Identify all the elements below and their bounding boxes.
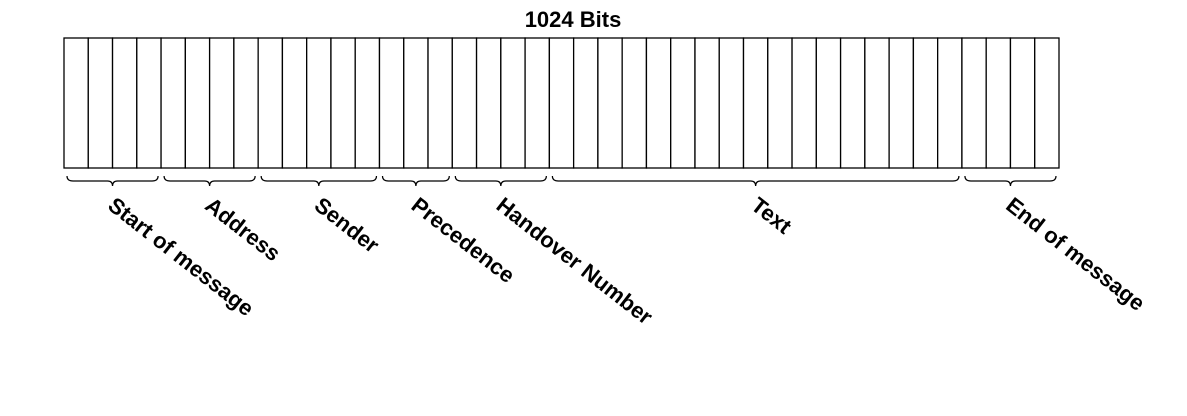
field-label: Handover Number (492, 192, 658, 329)
bit-cell (1009, 37, 1036, 169)
bit-cell (621, 37, 648, 169)
bit-cell (63, 37, 89, 169)
diagram-title: 1024 Bits (525, 7, 622, 32)
bit-cell (864, 37, 890, 169)
bit-cell (330, 37, 356, 169)
bit-cell (500, 37, 526, 169)
bit-cell (378, 37, 405, 169)
bit-cell (937, 37, 963, 169)
bit-cell (403, 37, 429, 169)
bit-cell (451, 37, 478, 169)
field-braces (66, 175, 1057, 187)
bit-cell (791, 37, 817, 169)
field-brace (454, 175, 547, 187)
bit-cell (718, 37, 745, 169)
bit-cell (87, 37, 114, 169)
field-label: Address (201, 192, 286, 266)
bit-cell (160, 37, 186, 169)
bit-cell (597, 37, 623, 169)
bit-cell (670, 37, 696, 169)
field-brace (381, 175, 450, 187)
bit-cell (281, 37, 308, 169)
bit-cell (427, 37, 453, 169)
bit-cell (742, 37, 769, 169)
bit-cell (912, 37, 939, 169)
field-label: Text (747, 192, 797, 239)
bit-cell (572, 37, 599, 169)
bit-cell (548, 37, 575, 169)
bit-cell (111, 37, 138, 169)
bit-cell (233, 37, 259, 169)
bit-cells (63, 37, 1060, 169)
bit-cell (306, 37, 332, 169)
field-brace (66, 175, 159, 187)
bit-cell (136, 37, 162, 169)
field-brace (964, 175, 1057, 187)
bit-cell (257, 37, 284, 169)
bit-cell (524, 37, 551, 169)
bit-cell (888, 37, 915, 169)
field-brace (163, 175, 256, 187)
bit-cell (815, 37, 842, 169)
field-brace (260, 175, 378, 187)
field-label: End of message (1001, 192, 1149, 316)
bit-cell (985, 37, 1012, 169)
bit-cell (767, 37, 793, 169)
bit-cell (208, 37, 235, 169)
bit-cell (354, 37, 381, 169)
bit-cell (839, 37, 866, 169)
bit-cell (184, 37, 211, 169)
bit-cell (645, 37, 672, 169)
field-brace (551, 175, 960, 187)
bit-cell (961, 37, 987, 169)
bit-cell (1034, 37, 1060, 169)
bit-cell (475, 37, 502, 169)
bit-cell (694, 37, 720, 169)
field-label: Sender (310, 192, 385, 258)
